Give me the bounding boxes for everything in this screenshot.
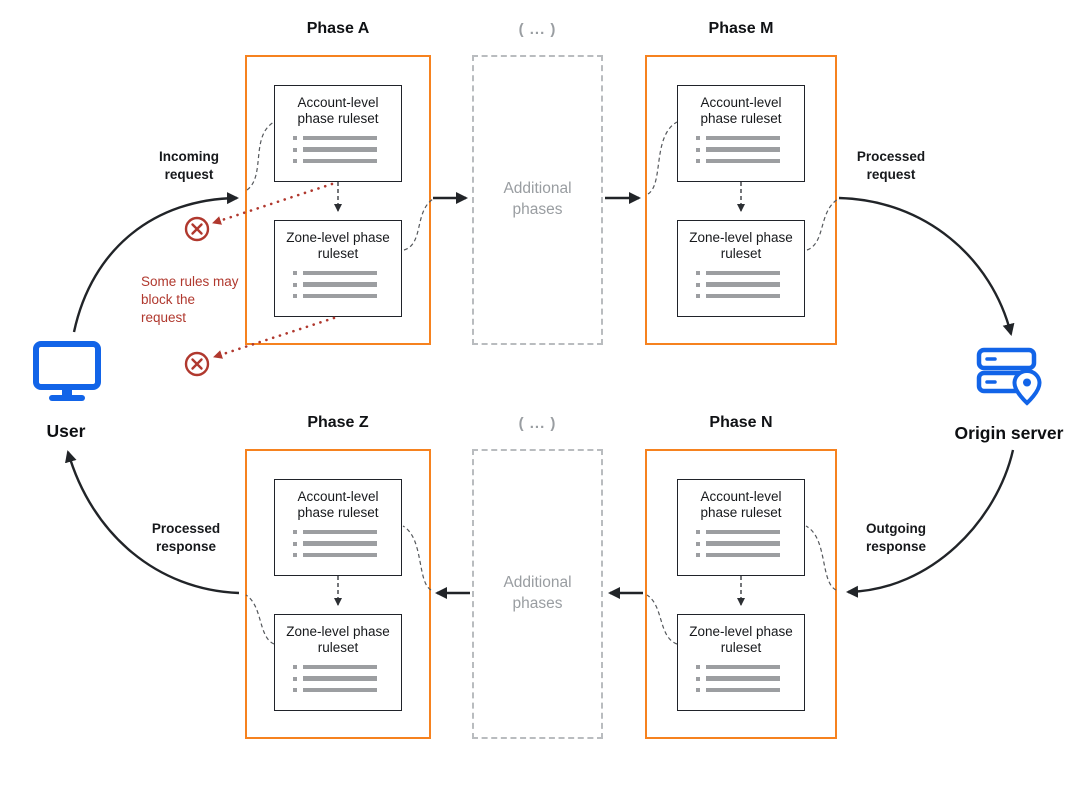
flow-label-processed-request: Processed request — [856, 149, 926, 182]
circled-x-icon — [184, 216, 210, 242]
ruleset-label: Zone-level phase ruleset — [689, 624, 793, 656]
zone-ruleset-card: Zone-level phase ruleset — [677, 614, 805, 711]
phase-title-n: Phase N — [709, 414, 773, 431]
ruleset-lines — [696, 529, 804, 558]
ruleset-lines — [293, 664, 401, 693]
ruleset-lines — [293, 529, 401, 558]
processed-request-arrow — [838, 196, 1015, 336]
phase-box-z: Account-level phase ruleset Zone-level p… — [245, 449, 431, 739]
zone-ruleset-card: Zone-level phase ruleset — [677, 220, 805, 317]
account-ruleset-card: Account-level phase ruleset — [677, 479, 805, 576]
flow-label-outgoing-response: Outgoing response — [865, 521, 927, 554]
additional-phases-title-top: ( ... ) — [518, 21, 557, 38]
ruleset-label: Account-level phase ruleset — [700, 95, 782, 127]
phase-box-m: Account-level phase ruleset Zone-level p… — [645, 55, 837, 345]
monitor-icon — [33, 341, 101, 401]
ruleset-lines — [696, 664, 804, 693]
ruleset-lines — [293, 270, 401, 299]
additional-phases-label: Additional phases — [503, 574, 572, 612]
zone-ruleset-card: Zone-level phase ruleset — [274, 220, 402, 317]
server-icon — [976, 347, 1042, 406]
phase-box-n: Account-level phase ruleset Zone-level p… — [645, 449, 837, 739]
zone-ruleset-card: Zone-level phase ruleset — [274, 614, 402, 711]
additional-phases-label: Additional phases — [503, 180, 572, 218]
account-ruleset-card: Account-level phase ruleset — [677, 85, 805, 182]
additional-phases-title-bottom: ( ... ) — [518, 415, 557, 432]
ruleset-lines — [696, 270, 804, 299]
phase-title-z: Phase Z — [307, 414, 369, 431]
phase-box-a: Account-level phase ruleset Zone-level p… — [245, 55, 431, 345]
ruleset-label: Account-level phase ruleset — [700, 489, 782, 521]
ruleset-label: Zone-level phase ruleset — [286, 230, 390, 262]
flow-label-incoming-request: Incoming request — [159, 149, 219, 182]
ruleset-label: Account-level phase ruleset — [297, 95, 379, 127]
origin-server-label: Origin server — [954, 423, 1064, 443]
block-note: Some rules may block the request — [141, 274, 239, 325]
ruleset-label: Zone-level phase ruleset — [286, 624, 390, 656]
ruleset-label: Account-level phase ruleset — [297, 489, 379, 521]
flow-label-processed-response: Processed response — [151, 521, 221, 554]
phase-title-a: Phase A — [306, 20, 370, 37]
user-label: User — [46, 421, 86, 441]
location-pin-icon — [1012, 368, 1042, 406]
account-ruleset-card: Account-level phase ruleset — [274, 85, 402, 182]
additional-phases-box-top: Additional phases — [472, 55, 603, 345]
ruleset-lines — [696, 135, 804, 164]
additional-phases-box-bottom: Additional phases — [472, 449, 603, 739]
ruleset-label: Zone-level phase ruleset — [689, 230, 793, 262]
circled-x-icon — [184, 351, 210, 377]
ruleset-lines — [293, 135, 401, 164]
phase-title-m: Phase M — [708, 20, 774, 37]
account-ruleset-card: Account-level phase ruleset — [274, 479, 402, 576]
